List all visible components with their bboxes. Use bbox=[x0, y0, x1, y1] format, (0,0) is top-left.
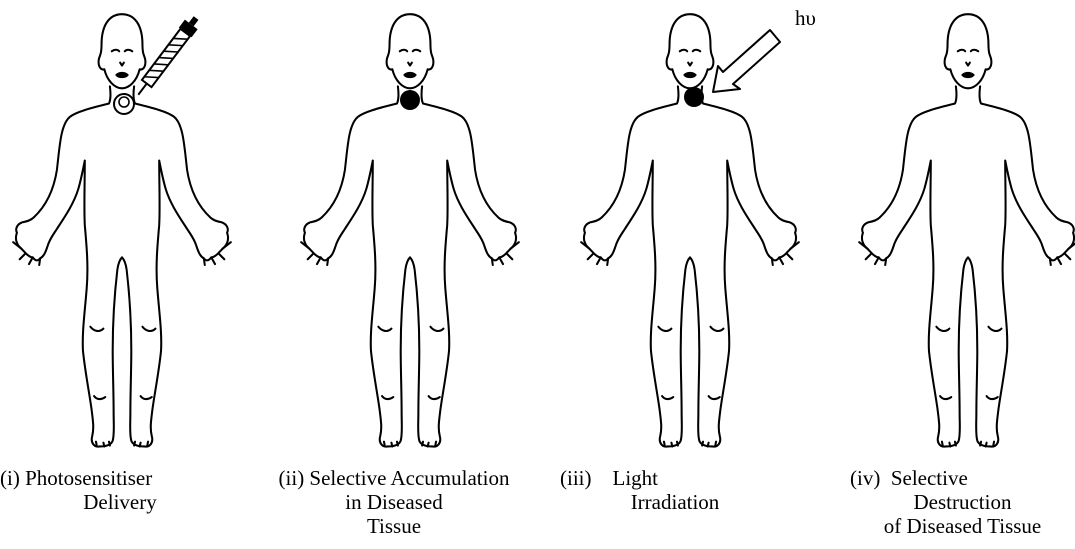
figure-stage-1 bbox=[13, 14, 231, 446]
caption-stage-2-line-1: (ii) Selective Accumulation bbox=[244, 466, 544, 490]
light-energy-label: hυ bbox=[795, 6, 816, 31]
caption-stage-3-line-2: Irradiation bbox=[560, 490, 790, 514]
caption-stage-4-line-3: of Diseased Tissue bbox=[850, 514, 1075, 538]
figure-stage-2 bbox=[301, 14, 519, 446]
caption-stage-2-line-2: in Diseased bbox=[244, 490, 544, 514]
figure-stage-4 bbox=[859, 14, 1075, 446]
accumulated-photosensitiser-marker bbox=[400, 90, 420, 110]
light-arrow-icon bbox=[713, 30, 780, 92]
caption-stage-1-line-1: (i) Photosensitiser bbox=[0, 466, 240, 490]
caption-stage-4-line-2: Destruction bbox=[850, 490, 1075, 514]
irradiated-tissue-marker bbox=[684, 87, 704, 107]
caption-stage-2: (ii) Selective Accumulation in Diseased … bbox=[244, 466, 544, 538]
caption-stage-3: (iii) Light Irradiation bbox=[560, 466, 790, 514]
figure-stage-3 bbox=[581, 14, 799, 446]
caption-stage-4: (iv) Selective Destruction of Diseased T… bbox=[850, 466, 1075, 538]
caption-stage-2-line-3: Tissue bbox=[244, 514, 544, 538]
caption-stage-3-line-1: (iii) Light bbox=[560, 466, 790, 490]
caption-stage-1-line-2: Delivery bbox=[0, 490, 240, 514]
caption-stage-4-line-1: (iv) Selective bbox=[850, 466, 1075, 490]
syringe-icon bbox=[132, 13, 203, 99]
caption-stage-1: (i) Photosensitiser Delivery bbox=[0, 466, 240, 514]
tumour-site-marker bbox=[114, 94, 134, 114]
